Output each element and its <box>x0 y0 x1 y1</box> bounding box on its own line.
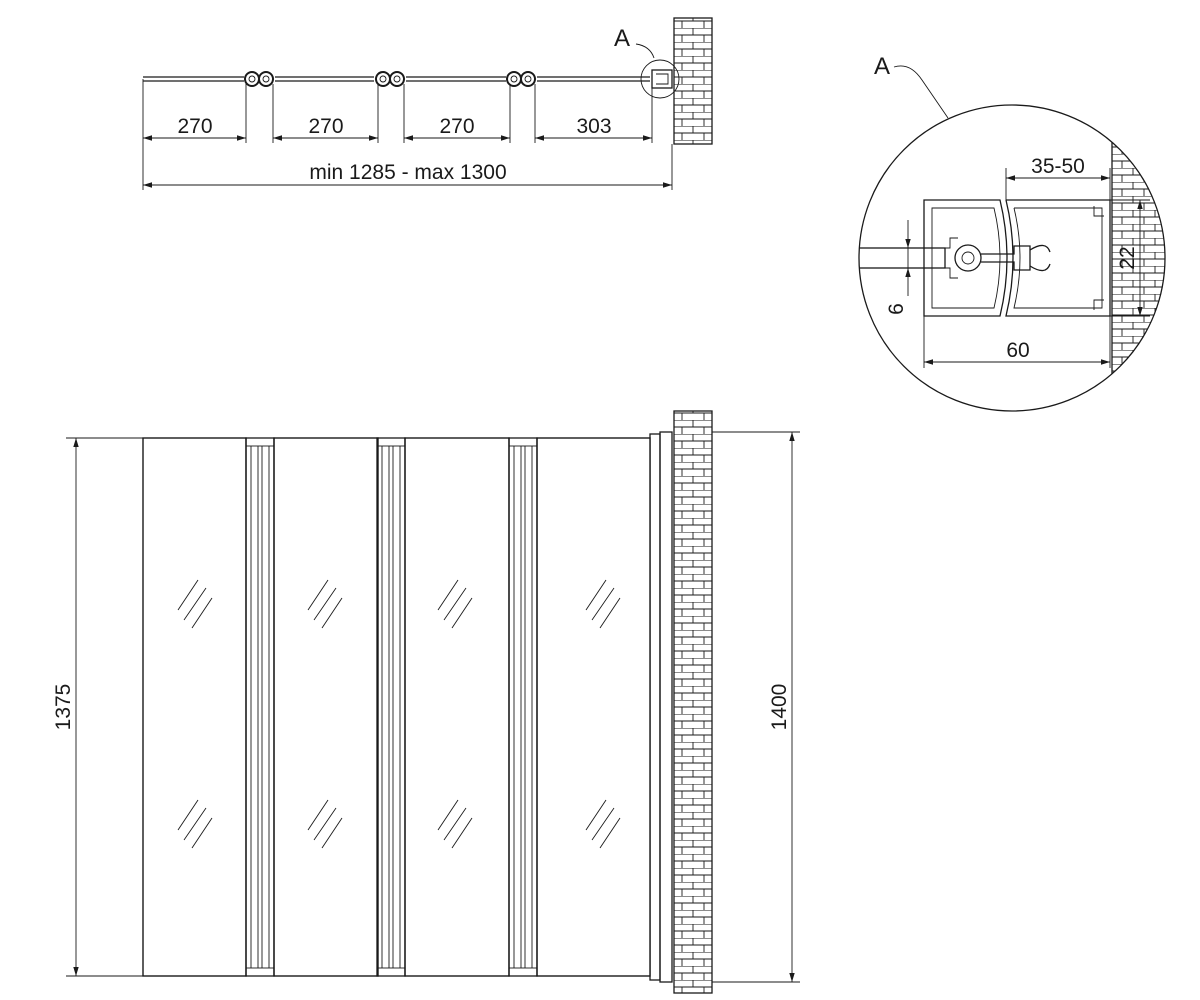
glass-panel-1 <box>142 437 247 977</box>
elevation-height-left: 1375 <box>52 684 75 731</box>
detail-dim-glass: 6 <box>885 303 908 315</box>
detail-dim-depth: 22 <box>1116 246 1139 269</box>
plan-wall <box>673 17 713 145</box>
plan-seg-1: 270 <box>177 115 212 138</box>
detail-label: A <box>874 53 890 80</box>
hinge-column-2 <box>376 437 406 977</box>
elevation-height-right: 1400 <box>768 684 791 731</box>
plan-detail-label: A <box>614 25 630 52</box>
plan-view: A 270 270 270 303 min 1285 - max 1300 <box>142 17 713 190</box>
detail-circle <box>858 104 1166 412</box>
glass-panel-3 <box>404 437 510 977</box>
plan-seg-3: 270 <box>439 115 474 138</box>
hinge-1 <box>244 71 274 87</box>
glass-panel-2 <box>273 437 379 977</box>
hinge-3 <box>506 71 536 87</box>
plan-seg-2: 270 <box>308 115 343 138</box>
hinge-2 <box>375 71 405 87</box>
glass-reflections <box>177 579 621 849</box>
detail-marker-circle <box>640 59 680 99</box>
elevation-view: 1375 1400 <box>52 410 800 994</box>
plan-seg-4: 303 <box>576 115 611 138</box>
detail-dim-width: 60 <box>1006 339 1029 362</box>
elevation-wall <box>673 410 713 994</box>
detail-dim-adjust: 35-50 <box>1031 155 1085 178</box>
hinge-column-1 <box>245 437 275 977</box>
plan-total: min 1285 - max 1300 <box>309 161 506 184</box>
glass-panel-4 <box>536 437 651 977</box>
hinge-column-3 <box>508 437 538 977</box>
detail-view: A 35-50 60 <box>858 53 1166 412</box>
